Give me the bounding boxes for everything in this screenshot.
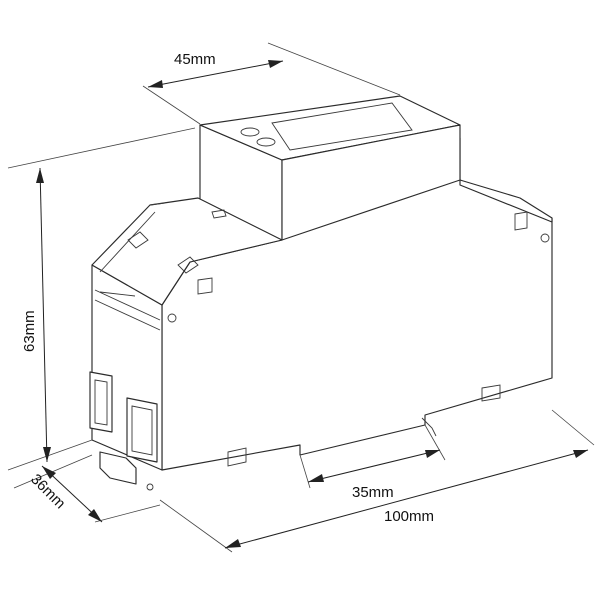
- arrow-head: [308, 474, 324, 482]
- lcd-window: [271, 102, 413, 151]
- side-slot-4: [197, 277, 213, 295]
- arrow-head: [36, 168, 44, 183]
- label-depth: 36mm: [27, 471, 68, 512]
- terminal-band: [94, 289, 161, 331]
- front-terminal-1-inner: [94, 379, 108, 426]
- arrow-head: [573, 450, 588, 458]
- arrow-head: [148, 80, 163, 88]
- ext-line: [424, 424, 446, 461]
- dim-width-top: 45mm: [142, 42, 401, 125]
- ext-line: [299, 454, 311, 489]
- ext-line: [7, 127, 196, 169]
- front-terminal-2: [126, 397, 158, 463]
- top-clip: [211, 209, 227, 219]
- front-terminal-1: [89, 371, 113, 433]
- dim-line: [147, 60, 284, 88]
- arrow-head: [268, 60, 283, 68]
- side-slot-3: [227, 447, 247, 467]
- side-screw-3: [146, 483, 154, 491]
- side-screw-2: [167, 313, 177, 323]
- arrow-head: [88, 509, 102, 522]
- label-rail: 35mm: [352, 484, 394, 501]
- dim-rail: 35mm: [299, 424, 446, 501]
- label-width-top: 45mm: [174, 51, 216, 68]
- dim-length: 100mm: [159, 409, 595, 553]
- dim-line: [224, 449, 589, 549]
- dim-height: 63mm: [7, 127, 196, 471]
- arrow-head: [425, 450, 440, 458]
- side-screw-1: [540, 233, 550, 243]
- label-height: 63mm: [21, 310, 38, 352]
- dim-depth: 36mm: [13, 454, 161, 523]
- led-indicator-1: [240, 127, 260, 137]
- dim-line: [39, 167, 48, 463]
- ext-line: [551, 409, 595, 446]
- dim-line: [307, 449, 441, 483]
- meter-body: [89, 95, 553, 491]
- front-terminal-2-inner: [131, 405, 153, 456]
- rear-step: [459, 179, 553, 223]
- arrow-head: [42, 466, 56, 479]
- ext-line: [94, 504, 161, 523]
- ext-line: [159, 499, 233, 553]
- ext-line: [267, 42, 401, 96]
- ext-line: [7, 439, 93, 471]
- ext-line: [142, 85, 201, 125]
- top-screw-hole-2: [177, 256, 199, 274]
- side-slot-1: [514, 211, 528, 231]
- rail-notch: [421, 417, 437, 437]
- led-indicator-2: [256, 137, 276, 147]
- label-length: 100mm: [384, 508, 434, 525]
- top-screw-hole-1: [127, 231, 149, 249]
- terminal-top-edge: [99, 202, 166, 273]
- arrow-head: [43, 447, 51, 462]
- side-slot-2: [481, 384, 501, 402]
- arrow-head: [225, 539, 241, 548]
- din-clip: [99, 451, 137, 485]
